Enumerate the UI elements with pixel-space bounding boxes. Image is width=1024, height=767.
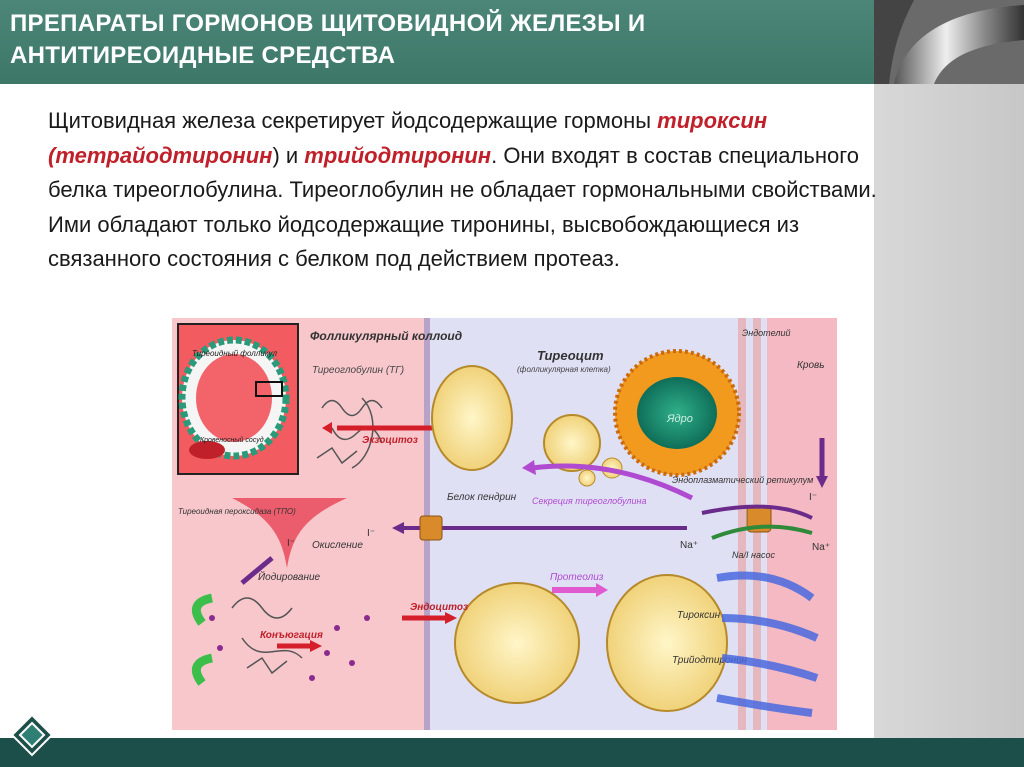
inset-follicle-label: Тиреоидный фолликул bbox=[192, 349, 277, 358]
endothelium-label: Эндотелий bbox=[742, 328, 790, 338]
thyrocyte-label: Тиреоцит bbox=[537, 348, 604, 363]
na-label-left: Na⁺ bbox=[680, 540, 698, 551]
text-segment: Щитовидная железа секретирует йодсодержа… bbox=[48, 108, 658, 133]
oxidation-label: Окисление bbox=[312, 540, 363, 551]
green-arrow-upper bbox=[191, 593, 214, 626]
decorative-side-strip bbox=[874, 84, 1024, 739]
exocytosis-label: Экзоцитоз bbox=[362, 435, 418, 446]
colloid-label: Фолликулярный коллоид bbox=[310, 329, 462, 343]
small-vesicle bbox=[543, 414, 601, 472]
na-i-pump-label: Na/I насос bbox=[732, 550, 775, 560]
slide-title: ПРЕПАРАТЫ ГОРМОНОВ ЩИТОВИДНОЙ ЖЕЛЕЗЫ И А… bbox=[10, 8, 870, 72]
tg-secretion-label: Секреция тиреоглобулина bbox=[532, 496, 646, 506]
lysosome bbox=[606, 574, 728, 712]
nucleus-label: Ядро bbox=[666, 413, 693, 425]
text-segment: ) и bbox=[272, 142, 305, 168]
endocytic-vesicle bbox=[454, 582, 580, 704]
iodinated-tg-molecule bbox=[231, 597, 303, 675]
tg-label: Тиреоглобулин (ТГ) bbox=[312, 364, 404, 376]
pendrin-channel bbox=[419, 515, 443, 541]
iodine-dots bbox=[209, 615, 370, 681]
iodination-label: Йодирование bbox=[258, 570, 321, 583]
inset-vessel-label: Кровеносный сосуд bbox=[200, 436, 264, 444]
thyrocyte-sub-label: (фолликулярная клетка) bbox=[517, 365, 611, 374]
follicle-inset: Тиреоидный фолликул Кровеносный сосуд bbox=[177, 323, 299, 475]
slide-title-line-2: АНТИТИРЕОИДНЫЕ СРЕДСТВА bbox=[10, 42, 396, 69]
tpo-label: Тиреоидная пероксидаза (ТПО) bbox=[178, 507, 296, 516]
na-label-right: Na⁺ bbox=[812, 542, 830, 553]
highlight-triiodothyronine: трийодтиронин bbox=[304, 142, 492, 168]
endocytosis-label: Эндоцитоз bbox=[410, 602, 468, 613]
proteolysis-label: Протеолиз bbox=[550, 572, 604, 583]
er-label: Эндоплазматический ретикулум bbox=[672, 475, 813, 485]
title-bar: ПРЕПАРАТЫ ГОРМОНОВ ЩИТОВИДНОЙ ЖЕЛЕЗЫ И А… bbox=[0, 0, 1024, 84]
hormone-release-arrows bbox=[716, 571, 819, 717]
blood-label: Кровь bbox=[797, 360, 825, 371]
iodide-label-mid: I⁻ bbox=[367, 528, 375, 539]
diamond-logo-icon bbox=[10, 713, 54, 757]
nucleus bbox=[637, 377, 717, 449]
decorative-pipe-image bbox=[874, 0, 1024, 84]
secretory-vesicle bbox=[431, 365, 513, 471]
body-paragraph: Щитовидная железа секретирует йодсодержа… bbox=[48, 104, 898, 277]
text-segment: . Они входят в состав специального белка… bbox=[48, 142, 877, 272]
blood-background bbox=[767, 318, 837, 730]
green-arrow-lower bbox=[191, 653, 214, 686]
conjugation-label: Конъюгация bbox=[260, 630, 323, 641]
iodide-label-blood: I⁻ bbox=[809, 492, 817, 503]
thyroxine-label: Тироксин bbox=[677, 610, 721, 621]
tg-molecule bbox=[316, 397, 383, 469]
footer-bar bbox=[0, 738, 1024, 767]
triiodothyronine-label: Трийодтиронин bbox=[672, 655, 748, 666]
slide-title-line-1: ПРЕПАРАТЫ ГОРМОНОВ ЩИТОВИДНОЙ ЖЕЛЕЗЫ И bbox=[10, 10, 646, 37]
iodide-label-left: I⁻ bbox=[287, 538, 295, 549]
pendrin-label: Белок пендрин bbox=[447, 492, 517, 503]
thyroid-hormone-synthesis-diagram: Тиреоидный фолликул Кровеносный сосуд Фо… bbox=[172, 318, 837, 730]
tpo-funnel bbox=[232, 498, 347, 568]
highlight-thyroxine: тироксин (тетрайодтиронин bbox=[48, 108, 768, 168]
